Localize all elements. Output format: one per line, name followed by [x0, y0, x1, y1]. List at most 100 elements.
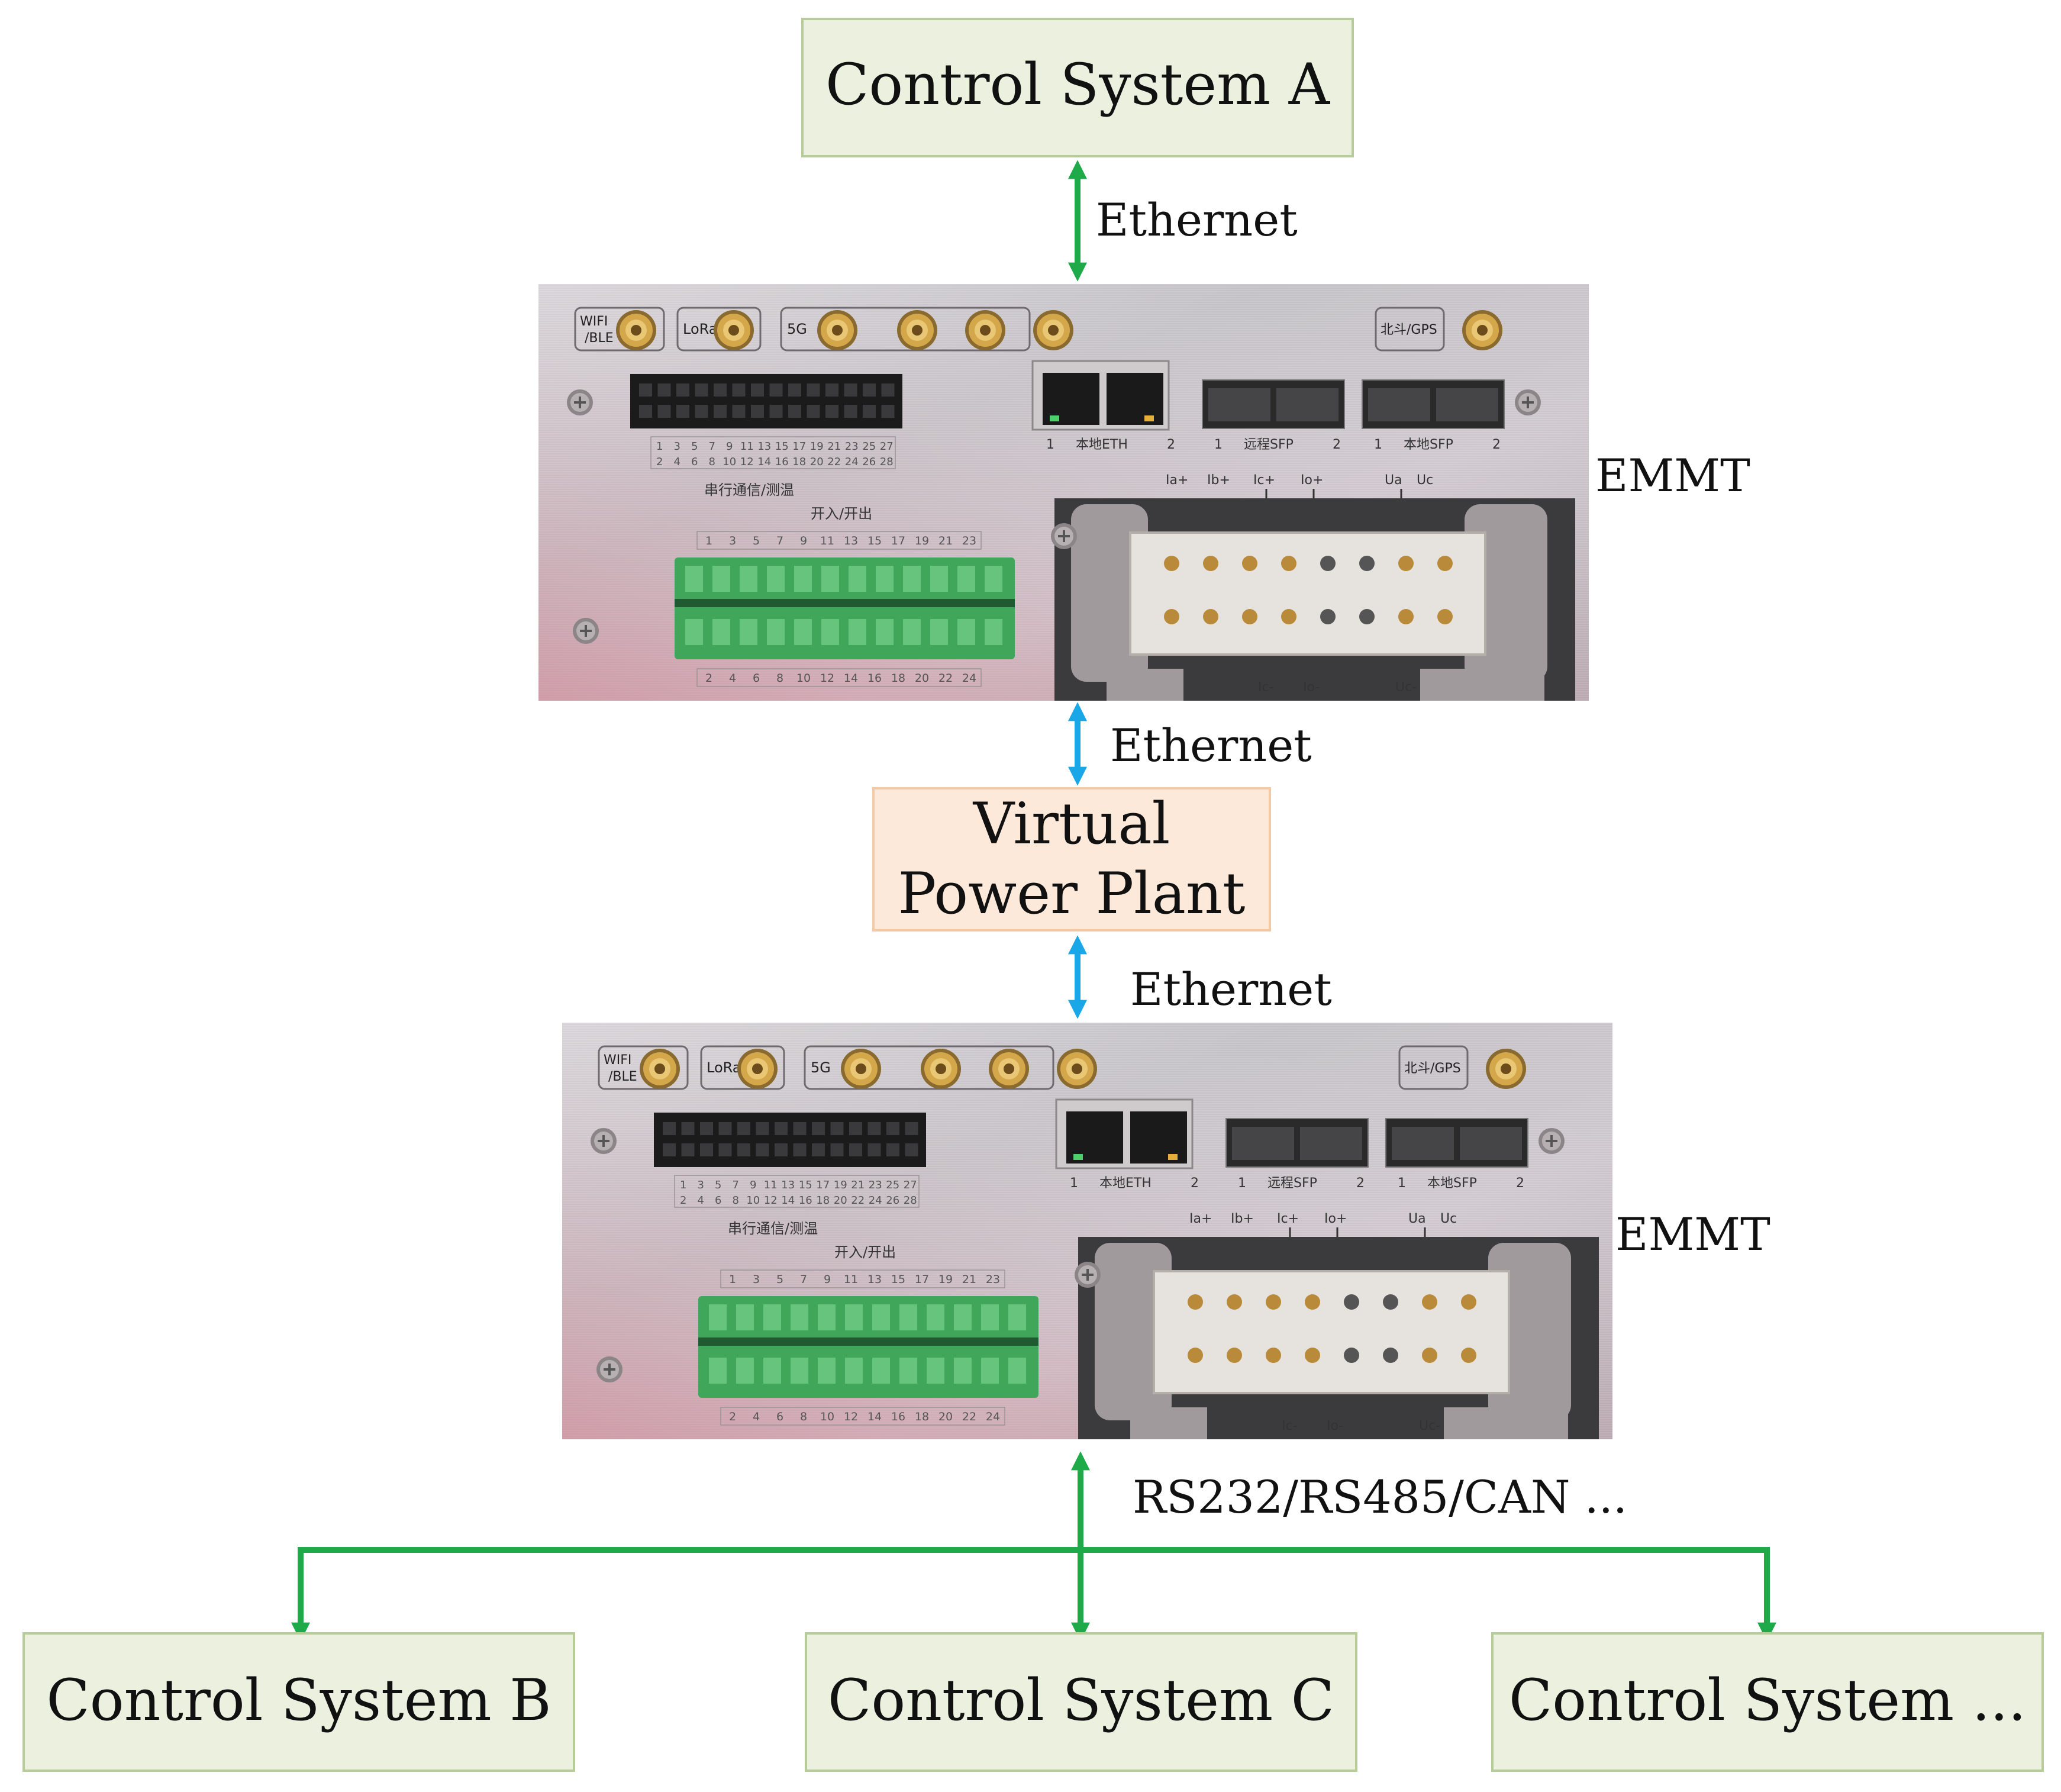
pin-number: 27	[904, 1179, 917, 1191]
pin-number: 3	[729, 534, 736, 547]
pin-number: 2	[729, 1410, 736, 1423]
pin-number: 5	[753, 534, 760, 547]
pin-number: 21	[851, 1179, 865, 1191]
local-eth-label: 本地ETH	[1076, 437, 1128, 452]
pin-number: 3	[674, 440, 680, 453]
pin-number: 6	[753, 672, 760, 685]
pin-number: 7	[776, 534, 783, 547]
g5-label: 5G	[787, 321, 807, 337]
pin-number: 13	[757, 440, 771, 453]
antenna-connector-icon	[1486, 1049, 1526, 1089]
ble-label: /BLE	[608, 1069, 637, 1084]
measurement-label: Ic-	[1258, 680, 1274, 695]
antenna-connector-icon	[714, 310, 754, 350]
pin-number: 20	[915, 672, 929, 685]
pin-number: 24	[845, 456, 859, 468]
pin-number: 6	[691, 456, 698, 468]
pin-number: 17	[915, 1273, 929, 1286]
link-label-emmt-vpp: Ethernet	[1110, 719, 1312, 772]
heavy-duty-connector	[1050, 498, 1575, 701]
pin-number: 14	[844, 672, 858, 685]
screw-icon	[1050, 522, 1078, 550]
vpp-label-line2: Power Plant	[898, 860, 1246, 927]
pin-number: 6	[715, 1194, 721, 1207]
pin-number: 22	[827, 456, 841, 468]
measurement-label: Ic+	[1253, 473, 1275, 488]
remote-sfp-cage	[1225, 1118, 1369, 1168]
pin-number: 5	[776, 1273, 783, 1286]
pin-number: 5	[691, 440, 698, 453]
pin-number: 12	[740, 456, 754, 468]
pin-number: 19	[938, 1273, 953, 1286]
pin-number: 18	[891, 672, 905, 685]
pin-number: 10	[746, 1194, 760, 1207]
serial-temperature-label: 串行通信/测温	[728, 1220, 818, 1237]
antenna-connector-icon	[737, 1049, 778, 1089]
g5-label: 5G	[811, 1059, 831, 1076]
sfp-port-1-label: 1	[1214, 437, 1223, 452]
pin-number: 4	[753, 1410, 760, 1423]
pin-number: 23	[845, 440, 859, 453]
serial-temperature-label: 串行通信/测温	[704, 482, 794, 498]
measurement-label: Uc	[1417, 473, 1433, 488]
pin-number: 11	[740, 440, 754, 453]
pin-number: 25	[886, 1179, 899, 1191]
pin-number: 16	[799, 1194, 812, 1207]
pin-number: 11	[844, 1273, 858, 1286]
local-sfp-cage	[1385, 1118, 1528, 1168]
link-label-field-bus: RS232/RS485/CAN ...	[1133, 1471, 1627, 1523]
screw-icon	[1537, 1127, 1566, 1155]
measurement-label: Uc-	[1395, 680, 1417, 695]
pin-number: 23	[962, 534, 976, 547]
serial-pin-grid	[674, 1175, 920, 1208]
heavy-duty-connector	[1073, 1237, 1599, 1439]
g5-label-box	[804, 1045, 1054, 1090]
pin-number: 28	[880, 456, 894, 468]
gps-label-box	[1398, 1045, 1469, 1090]
pin-number: 8	[800, 1410, 807, 1423]
pin-number: 9	[800, 534, 807, 547]
pin-number: 20	[938, 1410, 953, 1423]
pin-number: 1	[729, 1273, 736, 1286]
pin-number: 19	[834, 1179, 847, 1191]
antenna-connector-icon	[640, 1049, 680, 1089]
lora-label: LoRa	[683, 321, 718, 337]
pin-number: 15	[867, 534, 882, 547]
antenna-connector-icon	[616, 310, 656, 350]
pin-number: 8	[733, 1194, 739, 1207]
pin-number: 13	[844, 534, 858, 547]
sfp-port-1-label: 1	[1374, 437, 1382, 452]
remote-sfp-label: 远程SFP	[1244, 437, 1294, 452]
sfp-port-1-label: 1	[1238, 1176, 1246, 1191]
wifi-label: WIFI	[604, 1053, 631, 1068]
pin-number: 7	[709, 440, 715, 453]
measurement-label: Io-	[1327, 1419, 1343, 1433]
pin-number: 18	[792, 456, 806, 468]
pin-number: 17	[792, 440, 806, 453]
pin-number: 22	[938, 672, 953, 685]
control-system-more-label: Control System ...	[1509, 1667, 2026, 1733]
pin-number: 24	[962, 672, 976, 685]
pin-number: 26	[862, 456, 876, 468]
sfp-port-1-label: 1	[1398, 1176, 1406, 1191]
pin-number: 15	[891, 1273, 905, 1286]
pin-number: 19	[810, 440, 824, 453]
pin-number: 24	[986, 1410, 1000, 1423]
emmt-label-upper: EMMT	[1595, 449, 1750, 502]
antenna-connector-icon	[897, 310, 937, 350]
pin-number: 14	[781, 1194, 795, 1207]
eth-port-1-label: 1	[1046, 437, 1054, 452]
pin-number: 12	[820, 672, 834, 685]
pin-number: 23	[986, 1273, 1000, 1286]
pin-number: 9	[824, 1273, 831, 1286]
control-system-a-label: Control System A	[825, 51, 1331, 118]
field-bus	[291, 1451, 1777, 1642]
gps-label: 北斗/GPS	[1381, 323, 1437, 337]
measurement-label: Ia+	[1166, 473, 1188, 488]
antenna-connector-icon	[989, 1049, 1029, 1089]
pin-number: 10	[723, 456, 736, 468]
pin-number: 27	[880, 440, 894, 453]
emmt-label-lower: EMMT	[1615, 1208, 1770, 1261]
